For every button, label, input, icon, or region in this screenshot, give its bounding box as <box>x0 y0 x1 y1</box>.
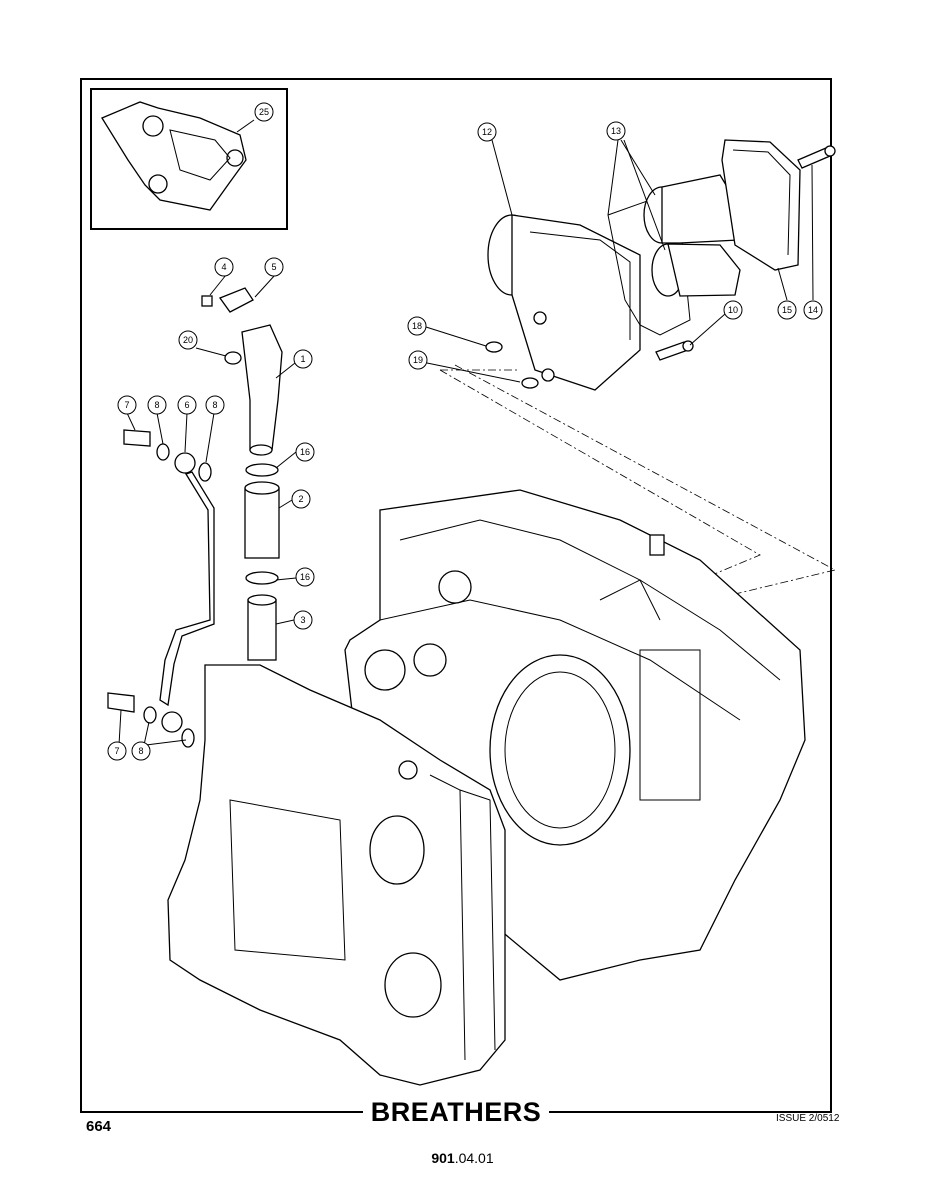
svg-text:12: 12 <box>482 127 492 137</box>
banjo-lower <box>161 711 183 733</box>
callout-7-upper: 7 <box>117 395 137 415</box>
callout-2: 2 <box>291 489 311 509</box>
hose-2 <box>244 481 280 559</box>
inset-box <box>90 88 288 230</box>
washer-8-b <box>198 462 212 482</box>
pipe-3 <box>247 594 277 661</box>
banjo-6 <box>174 452 196 474</box>
o-ring-20 <box>224 351 242 365</box>
washer-8-a <box>156 443 170 461</box>
banjo-bolt-7-upper <box>123 429 151 447</box>
clip-16-upper <box>245 463 279 477</box>
breather-housing <box>487 214 641 391</box>
callout-10: 10 <box>723 300 743 320</box>
o-ring-18 <box>485 341 503 353</box>
callout-8-b: 8 <box>205 395 225 415</box>
elbow-pipe-1 <box>241 324 283 456</box>
breather-cover <box>721 139 801 271</box>
inset-bracket <box>101 101 247 211</box>
doc-code-suffix: .04.01 <box>454 1150 494 1166</box>
svg-text:13: 13 <box>611 126 621 136</box>
timing-cover-plate <box>167 664 506 1086</box>
clip-16-lower <box>245 571 279 585</box>
svg-text:16: 16 <box>300 572 310 582</box>
page-number: 664 <box>86 1118 112 1135</box>
callout-8-a: 8 <box>147 395 167 415</box>
screw-10 <box>655 340 694 361</box>
svg-text:25: 25 <box>259 107 269 117</box>
svg-text:6: 6 <box>184 400 189 410</box>
callout-5: 5 <box>264 257 284 277</box>
breather-tube-6 <box>159 471 215 707</box>
leader-lines <box>118 119 814 746</box>
svg-text:8: 8 <box>138 746 143 756</box>
callout-7-lower: 7 <box>107 741 127 761</box>
screw-14 <box>797 145 836 169</box>
svg-text:20: 20 <box>183 335 193 345</box>
callout-3: 3 <box>293 610 313 630</box>
svg-text:7: 7 <box>114 746 119 756</box>
callout-15: 15 <box>777 300 797 320</box>
callout-16-lower: 16 <box>295 567 315 587</box>
title-bar: BREATHERS <box>80 1096 832 1128</box>
svg-text:8: 8 <box>154 400 159 410</box>
callout-14: 14 <box>803 300 823 320</box>
bolt-4 <box>201 295 213 307</box>
callout-20: 20 <box>178 330 198 350</box>
svg-text:8: 8 <box>212 400 217 410</box>
svg-text:7: 7 <box>124 400 129 410</box>
svg-text:16: 16 <box>300 447 310 457</box>
svg-text:10: 10 <box>728 305 738 315</box>
svg-text:3: 3 <box>300 615 305 625</box>
issue-label: ISSUE 2/0512 <box>776 1113 840 1124</box>
svg-text:2: 2 <box>298 494 303 504</box>
filter-elements <box>643 174 741 297</box>
callout-16-upper: 16 <box>295 442 315 462</box>
svg-text:15: 15 <box>782 305 792 315</box>
doc-code-main: 901 <box>431 1150 455 1166</box>
callout-18: 18 <box>407 316 427 336</box>
callout-25: 25 <box>254 102 274 122</box>
fitting-5 <box>218 287 254 313</box>
callout-8-c: 8 <box>131 741 151 761</box>
page-title: BREATHERS <box>80 1096 832 1128</box>
document-code: 901.04.01 <box>0 1150 925 1166</box>
svg-text:18: 18 <box>412 321 422 331</box>
callout-4: 4 <box>214 257 234 277</box>
svg-text:1: 1 <box>300 354 305 364</box>
washer-8-d <box>181 728 195 748</box>
callout-6: 6 <box>177 395 197 415</box>
callout-19: 19 <box>408 350 428 370</box>
callout-12: 12 <box>477 122 497 142</box>
callout-1: 1 <box>293 349 313 369</box>
o-ring-19 <box>521 377 539 389</box>
alignment-line-b <box>454 364 837 601</box>
alignment-line-a <box>439 369 761 581</box>
svg-text:14: 14 <box>808 305 818 315</box>
svg-text:5: 5 <box>271 262 276 272</box>
banjo-bolt-7-lower <box>107 692 135 713</box>
svg-text:4: 4 <box>221 262 226 272</box>
washer-8-c <box>143 706 157 724</box>
callout-13: 13 <box>606 121 626 141</box>
svg-text:19: 19 <box>413 355 423 365</box>
